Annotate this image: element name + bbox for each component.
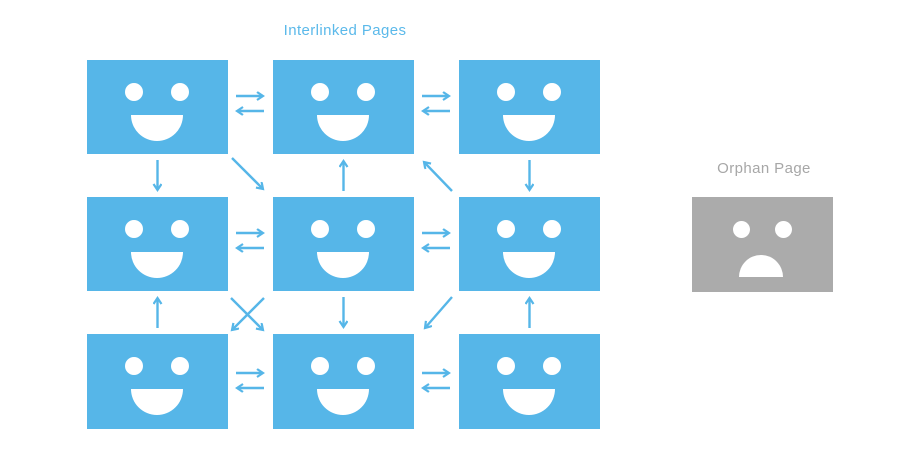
page-node-3 [459, 60, 600, 154]
left-eye [125, 83, 143, 101]
happy-face-icon [273, 197, 414, 291]
page-node-8 [273, 334, 414, 429]
page-node-7 [87, 334, 228, 429]
right-eye [357, 83, 375, 101]
right-eye [171, 83, 189, 101]
page-node-1 [87, 60, 228, 154]
page-node-9 [459, 334, 600, 429]
left-eye [497, 83, 515, 101]
arrow-page5-to-page7 [232, 297, 265, 330]
left-eye [311, 220, 329, 238]
orphan-page-title: Orphan Page [717, 160, 811, 177]
right-eye [543, 83, 561, 101]
happy-face-icon [459, 60, 600, 154]
left-eye [311, 357, 329, 375]
orphan-page-node [692, 197, 833, 292]
sad-face-icon [692, 197, 833, 292]
right-eye [357, 357, 375, 375]
right-eye [775, 221, 792, 238]
interlinked-pages-title: Interlinked Pages [283, 22, 407, 39]
right-eye [171, 357, 189, 375]
happy-face-icon [273, 334, 414, 429]
happy-face-icon [273, 60, 414, 154]
happy-face-icon [459, 197, 600, 291]
left-eye [125, 220, 143, 238]
happy-face-icon [459, 334, 600, 429]
happy-face-icon [87, 60, 228, 154]
arrow-page6-to-page8 [425, 296, 453, 328]
left-eye [497, 357, 515, 375]
arrow-page1-to-page5 [231, 157, 263, 189]
frown-mouth [739, 255, 783, 277]
page-node-6 [459, 197, 600, 291]
left-eye [311, 83, 329, 101]
right-eye [543, 357, 561, 375]
page-node-2 [273, 60, 414, 154]
left-eye [497, 220, 515, 238]
happy-face-icon [87, 197, 228, 291]
right-eye [171, 220, 189, 238]
arrow-page6-to-page2 [424, 162, 453, 192]
page-node-5 [273, 197, 414, 291]
happy-face-icon [87, 334, 228, 429]
page-node-4 [87, 197, 228, 291]
left-eye [733, 221, 750, 238]
right-eye [357, 220, 375, 238]
right-eye [543, 220, 561, 238]
left-eye [125, 357, 143, 375]
